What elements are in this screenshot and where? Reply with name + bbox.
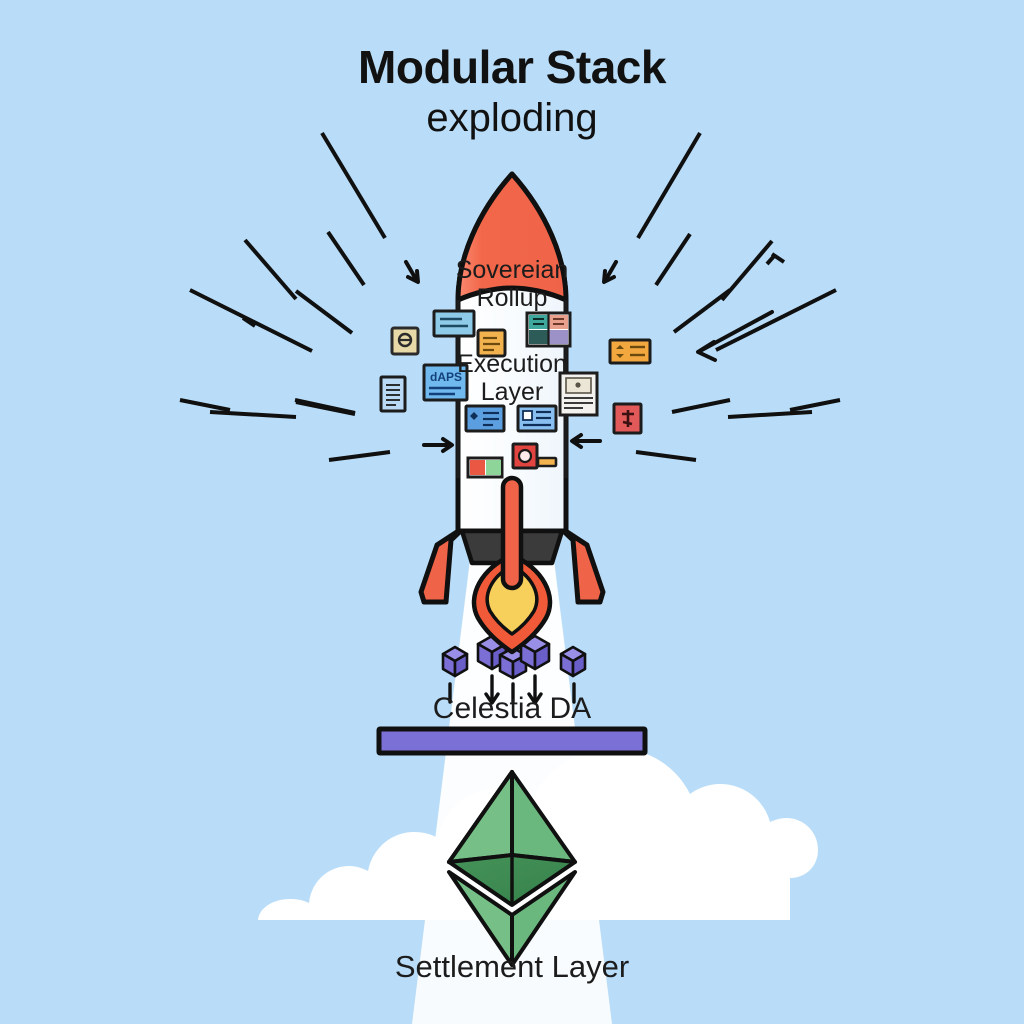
split-card-icon [466,456,504,479]
dapps-card-label: dAPS [429,370,462,384]
burst-arrow-left-bottom [422,437,454,453]
profile-card-icon [516,404,558,433]
explosion-burst-lines [179,131,841,462]
drop-arrow [527,674,543,705]
celestia-da-bar [376,726,648,756]
data-cube [519,634,551,671]
page-subtitle: exploding [426,96,598,140]
banner-card-icon [432,309,476,338]
note-card-icon [476,328,507,358]
celestia-drop-arrows [448,674,576,705]
document-icon [379,375,407,413]
celestia-data-cubes [441,634,587,680]
list-card-icon [464,404,506,433]
tag-icon [536,456,558,468]
explosion-arrows [404,260,774,453]
burst-arrow-left-top [404,260,420,284]
grid-panel-icon [525,311,572,348]
burst-arrow-right-top [602,260,618,284]
burst-arrow-right-mid [696,310,774,362]
label-execution-layer: Execution Layer [457,350,567,406]
alert-card-icon [612,402,643,435]
record-card-icon [511,442,539,470]
drop-arrow [484,674,500,705]
label-sovereign-rollup: Sovereian Rollup [455,256,569,312]
rocket-exhaust-rod [500,475,524,591]
rocket-nose-cone [455,171,569,303]
data-cube [559,645,587,678]
label-settlement-layer: Settlement Layer [394,949,630,984]
dapps-card-icon [422,363,469,402]
floating-icon-cards [379,309,652,479]
burst-arrow-right-bottom [570,433,602,449]
rocket-flame-inner [485,564,539,636]
ethereum-diamond-logo [447,770,577,967]
page-card-icon [558,371,599,417]
page-title: Modular Stack [358,41,666,93]
data-cube [441,645,469,678]
settings-card-icon [608,338,652,365]
label-celestia-da: Celestia DA [432,692,592,725]
coin-icon [390,326,420,356]
